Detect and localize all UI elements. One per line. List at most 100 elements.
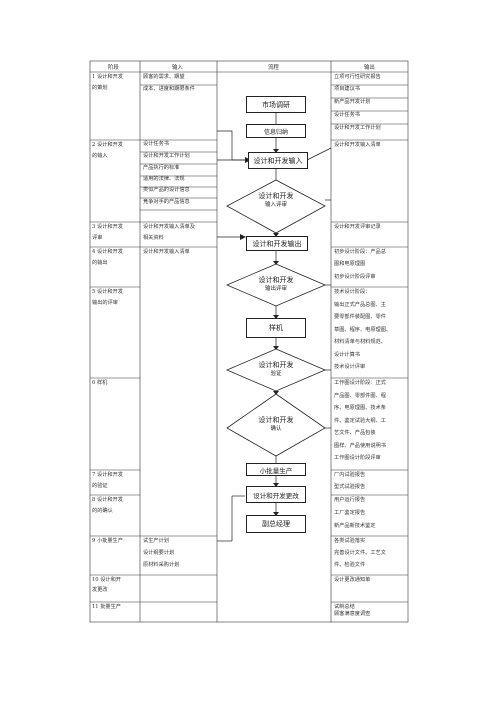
input-design-line-5: 类似产品的设计信息 [143,187,190,193]
input-planning: 顾客的需求、期望 成本、进度和期限条件 [143,74,195,93]
output-output-review-line-6: 设计计算书 [334,351,360,358]
input-small-batch-line-3: 原材料采购计划 [143,562,180,568]
stage-9-line-1: 9 小批量生产 [92,538,123,544]
process-prototype: 样机 [246,318,306,338]
process-design-input: 设计和开发输入 [248,152,308,169]
diamond-confirm-subtitle: 确认 [270,426,282,432]
diamond-confirm-title: 设计和开发 [258,416,294,424]
diamond-input-review-title: 设计和开发 [258,192,294,200]
diamond-output-review-label: 设计和开发 输出评审 [236,276,316,293]
diamond-confirm [226,393,326,457]
output-verify-line-2: 型式试验报告 [334,484,366,490]
stage-3: 3 设计和开发 评审 [92,224,123,242]
process-info-summary: 信息归纳 [246,124,306,138]
stage-2: 2 设计和开发 的输入 [92,142,123,160]
input-planning-line-2: 成本、进度和期限条件 [143,86,195,93]
input-design-line-4: 适用的法律、法规 [143,176,185,182]
stage-8-line-2: 的的确认 [92,508,113,515]
diamond-output-review-subtitle: 输出评审 [264,286,287,292]
output-confirm: 用户运行报告 工厂鉴定报告 新产品新技术鉴定 [334,497,376,530]
output-planning: 立项可行性研究报告 项目建议书 新产品开发计划 设计任务书 设计和开发工作计划 [334,74,381,132]
process-deputy-gm: 副总经理 [246,515,306,533]
input-design-line-2: 设计和开发工作计划 [143,153,190,159]
output-prototype: 工作图设计阶段：正式 产品图、零部件图、程 序、电原理图、技术条 件、鉴定试验大… [334,380,386,462]
process-design-output: 设计和开发输出 [246,236,308,251]
output-output-review-line-1: 技术设计阶段： [334,289,371,295]
diamond-confirm-label: 设计和开发 确认 [236,416,316,433]
input-small-batch-line-2: 设计纲要计划 [143,550,175,556]
input-review-line-2: 相关资料 [143,235,164,242]
diamond-input-review-subtitle: 输入评审 [264,202,287,208]
output-small-batch-line-3: 件、检验文件 [334,562,366,568]
input-design-line-1: 设计任务书 [143,141,169,147]
input-output-line-1: 设计和开发输入清单 [143,249,190,255]
output-review: 设计和开发评审记录 [334,224,381,231]
output-prototype-line-3: 序、电原理图、技术条 [334,405,386,411]
stage-3-line-2: 评审 [92,235,103,242]
diamond-verify-title: 设计和开发 [258,361,294,369]
stage-5-line-2: 输出的评审 [92,300,118,307]
input-review-line-1: 设计和开发输入清单及 [143,224,195,230]
output-mass-production-line-1: 试制总结 [334,604,355,610]
output-design-output-line-1: 初步设计阶段：产品总 [334,249,386,255]
output-output-review-line-2: 输出正式产品总图、主 [334,301,386,308]
process-design-change: 设计和开发更改 [246,486,306,503]
output-design-output: 初步设计阶段：产品总 图和电原理图 初步设计阶段评审 [334,249,386,281]
stage-7: 7 设计和开发 的验证 [92,472,123,490]
diamond-input-review [226,179,326,234]
stage-9: 9 小批量生产 [92,538,123,545]
input-planning-line-1: 顾客的需求、期望 [143,74,185,80]
output-design-output-line-2: 图和电原理图 [334,261,366,267]
stage-6-line-1: 6 样机 [92,380,108,386]
header-input: 输入 [172,65,183,71]
diamond-output-review [225,263,327,307]
process-market-research: 市场调研 [246,96,306,113]
input-output: 设计和开发输入清单 [143,249,190,256]
output-design-output-line-3: 初步设计阶段评审 [334,274,376,280]
flow-arrowheads [240,149,279,516]
output-small-batch-line-2: 完善设计文件、工艺文 [334,550,386,556]
output-review-line-1: 设计和开发评审记录 [334,224,381,230]
output-prototype-line-5: 艺文件、产品包装 [334,430,376,436]
stage-11-line-1: 11 批量生产 [92,604,121,610]
diamond-verify-subtitle: 验证 [270,371,282,377]
output-prototype-line-4: 件、鉴定试验大纲、工 [334,417,386,424]
output-verify: 厂内试验报告 型式试验报告 [334,472,365,491]
output-planning-line-5: 设计和开发工作计划 [334,125,381,131]
stage-1-line-2: 的策划 [92,85,108,92]
output-mass-production: 试制总结 顾客满意度调查 [334,604,370,618]
stage-5-line-1: 5 设计和开发 [92,289,123,295]
output-change: 设计更改通知单 [334,577,370,584]
output-output-review-line-7: 技术设计评审 [334,364,366,370]
input-design-line-3: 产品执行的标准 [143,165,180,171]
output-output-review: 技术设计阶段： 输出正式产品总图、主 要零部件装配图、零件 草图、程序、电原理图… [334,289,391,371]
output-prototype-line-7: 工作图设计阶段评审 [334,455,381,461]
stage-7-line-2: 的验证 [92,483,108,490]
output-confirm-line-3: 新产品新技术鉴定 [334,523,376,529]
diamond-output-review-title: 设计和开发 [258,276,294,284]
stage-1: 1 设计和开发 的策划 [92,74,123,92]
stage-10-line-1: 10 设计和开 [92,577,121,583]
stage-1-line-1: 1 设计和开发 [92,74,123,80]
stage-3-line-1: 3 设计和开发 [92,224,123,230]
stage-10: 10 设计和开 发更改 [92,577,121,594]
stage-8: 8 设计和开发 的的确认 [92,497,123,515]
input-small-batch-line-1: 试生产计划 [143,538,169,544]
output-verify-line-1: 厂内试验报告 [334,472,366,478]
input-design: 设计任务书 设计和开发工作计划 产品执行的标准 适用的法律、法规 类似产品的设计… [143,141,190,211]
output-planning-line-2: 项目建议书 [334,86,360,92]
stage-7-line-1: 7 设计和开发 [92,472,123,478]
header-stage: 阶段 [108,65,119,71]
stage-10-line-2: 发更改 [92,587,108,594]
output-planning-line-3: 新产品开发计划 [334,99,371,105]
output-small-batch-line-1: 各类试验落实 [334,538,366,544]
output-change-line-1: 设计更改通知单 [334,577,371,583]
input-small-batch: 试生产计划 设计纲要计划 原材料采购计划 [143,538,179,569]
diamond-input-review-label: 设计和开发 输入评审 [236,192,316,209]
output-design-input-line-1: 设计和开发输入清单 [334,142,381,148]
output-prototype-line-1: 工作图设计阶段：正式 [334,380,386,386]
stage-2-line-2: 的输入 [92,153,108,160]
output-planning-line-1: 立项可行性研究报告 [334,74,381,80]
